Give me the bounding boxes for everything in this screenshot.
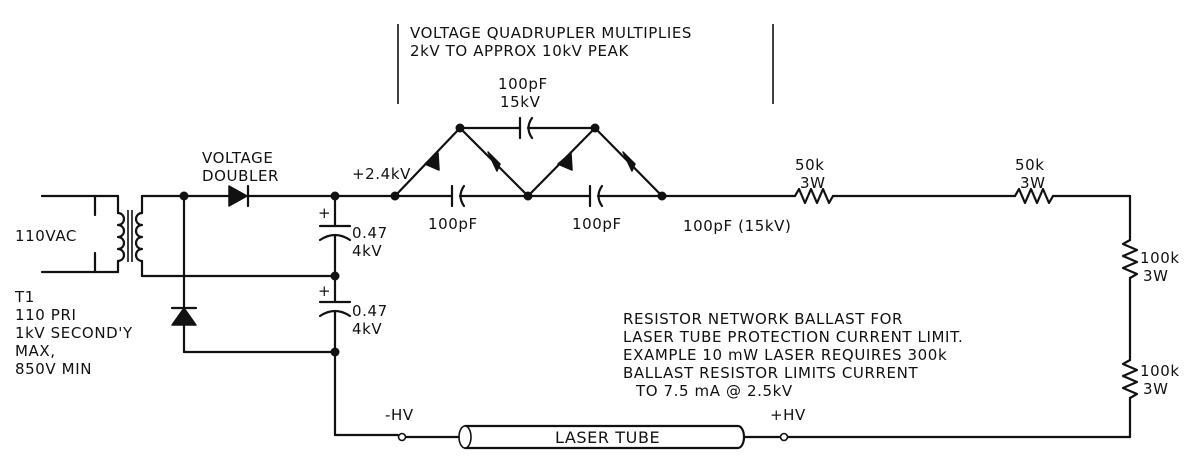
plus-hv-terminal	[779, 432, 789, 442]
transformer-t1: T1 110 PRI 1kV SECOND'Y MAX, 850V MIN	[14, 194, 144, 378]
svg-text:EXAMPLE 10 mW LASER REQUIRES 3: EXAMPLE 10 mW LASER REQUIRES 300k	[623, 346, 947, 364]
quad-diode-4	[622, 151, 636, 172]
svg-text:850V MIN: 850V MIN	[15, 360, 92, 378]
res1-value: 50k	[795, 156, 825, 174]
header-note: VOLTAGE QUADRUPLER MULTIPLIES 2kV TO APP…	[397, 24, 774, 104]
doubler-series-diode	[228, 185, 248, 207]
resistor-50k-2	[1013, 187, 1055, 205]
svg-text:1kV SECOND'Y: 1kV SECOND'Y	[15, 324, 133, 342]
cap-q2-value: 100pF	[572, 215, 622, 233]
node-voltage: +2.4kV	[352, 165, 411, 183]
cap-2-polarity: +	[318, 282, 331, 300]
minus-hv-terminal	[397, 432, 407, 442]
quad-diode-1	[424, 152, 440, 171]
svg-text:LASER TUBE PROTECTION CURRENT: LASER TUBE PROTECTION CURRENT LIMIT.	[623, 328, 963, 346]
ballast-network: 50k 3W 50k 3W 100k 3W 100k 3W	[660, 156, 1180, 439]
res4-value: 100k	[1140, 362, 1180, 380]
resistor-50k-1	[793, 187, 835, 205]
res3-value: 100k	[1140, 249, 1180, 267]
res2-rating: 3W	[1020, 174, 1046, 192]
svg-text:MAX,: MAX,	[15, 342, 56, 360]
voltage-doubler: VOLTAGE DOUBLER + + 0.47 4kV 0.47 4kV	[140, 149, 388, 437]
quad-diode-2	[487, 151, 501, 172]
cap-1-value: 0.47	[352, 224, 388, 242]
res4-rating: 3W	[1143, 380, 1169, 398]
doubler-label-2: DOUBLER	[202, 167, 279, 185]
cap-1-rating: 4kV	[352, 242, 382, 260]
cap-top-value: 100pF	[498, 75, 548, 93]
ballast-note: RESISTOR NETWORK BALLAST FOR LASER TUBE …	[623, 310, 963, 400]
cap-q1-value: 100pF	[428, 215, 478, 233]
laser-tube: -HV +HV LASER TUBE	[333, 406, 806, 450]
svg-text:T1: T1	[14, 288, 35, 306]
cap-top-rating: 15kV	[500, 93, 541, 111]
cap-1-polarity: +	[318, 204, 331, 222]
minus-hv-label: -HV	[385, 406, 414, 424]
doubler-label-1: VOLTAGE	[202, 149, 273, 167]
res1-rating: 3W	[800, 174, 826, 192]
res2-value: 50k	[1015, 156, 1045, 174]
cap-2-rating: 4kV	[352, 320, 382, 338]
res3-rating: 3W	[1143, 267, 1169, 285]
ac-input: 110VAC	[15, 194, 97, 274]
svg-text:RESISTOR NETWORK BALLAST FOR: RESISTOR NETWORK BALLAST FOR	[623, 310, 903, 328]
header-note-line-2: 2kV TO APPROX 10kV PEAK	[410, 42, 629, 60]
svg-text:BALLAST RESISTOR LIMITS CURREN: BALLAST RESISTOR LIMITS CURRENT	[623, 364, 918, 382]
laser-tube-label: LASER TUBE	[555, 428, 660, 447]
voltage-quadrupler: +2.4kV 100pF 15kV 100pF 100pF 100pF (15k…	[333, 75, 792, 235]
svg-text:110 PRI: 110 PRI	[15, 306, 77, 324]
transformer-spec: T1 110 PRI 1kV SECOND'Y MAX, 850V MIN	[14, 288, 133, 378]
resistor-100k-2	[1121, 358, 1139, 400]
input-voltage-label: 110VAC	[15, 227, 77, 245]
plus-hv-label: +HV	[770, 406, 806, 424]
cap-out-value: 100pF (15kV)	[683, 217, 792, 235]
doubler-shunt-diode	[171, 307, 197, 326]
header-note-line-1: VOLTAGE QUADRUPLER MULTIPLIES	[410, 24, 692, 42]
quad-diode-3	[557, 152, 573, 171]
cap-2-value: 0.47	[352, 302, 388, 320]
svg-text:TO 7.5 mA @ 2.5kV: TO 7.5 mA @ 2.5kV	[635, 382, 793, 400]
resistor-100k-1	[1121, 238, 1139, 280]
